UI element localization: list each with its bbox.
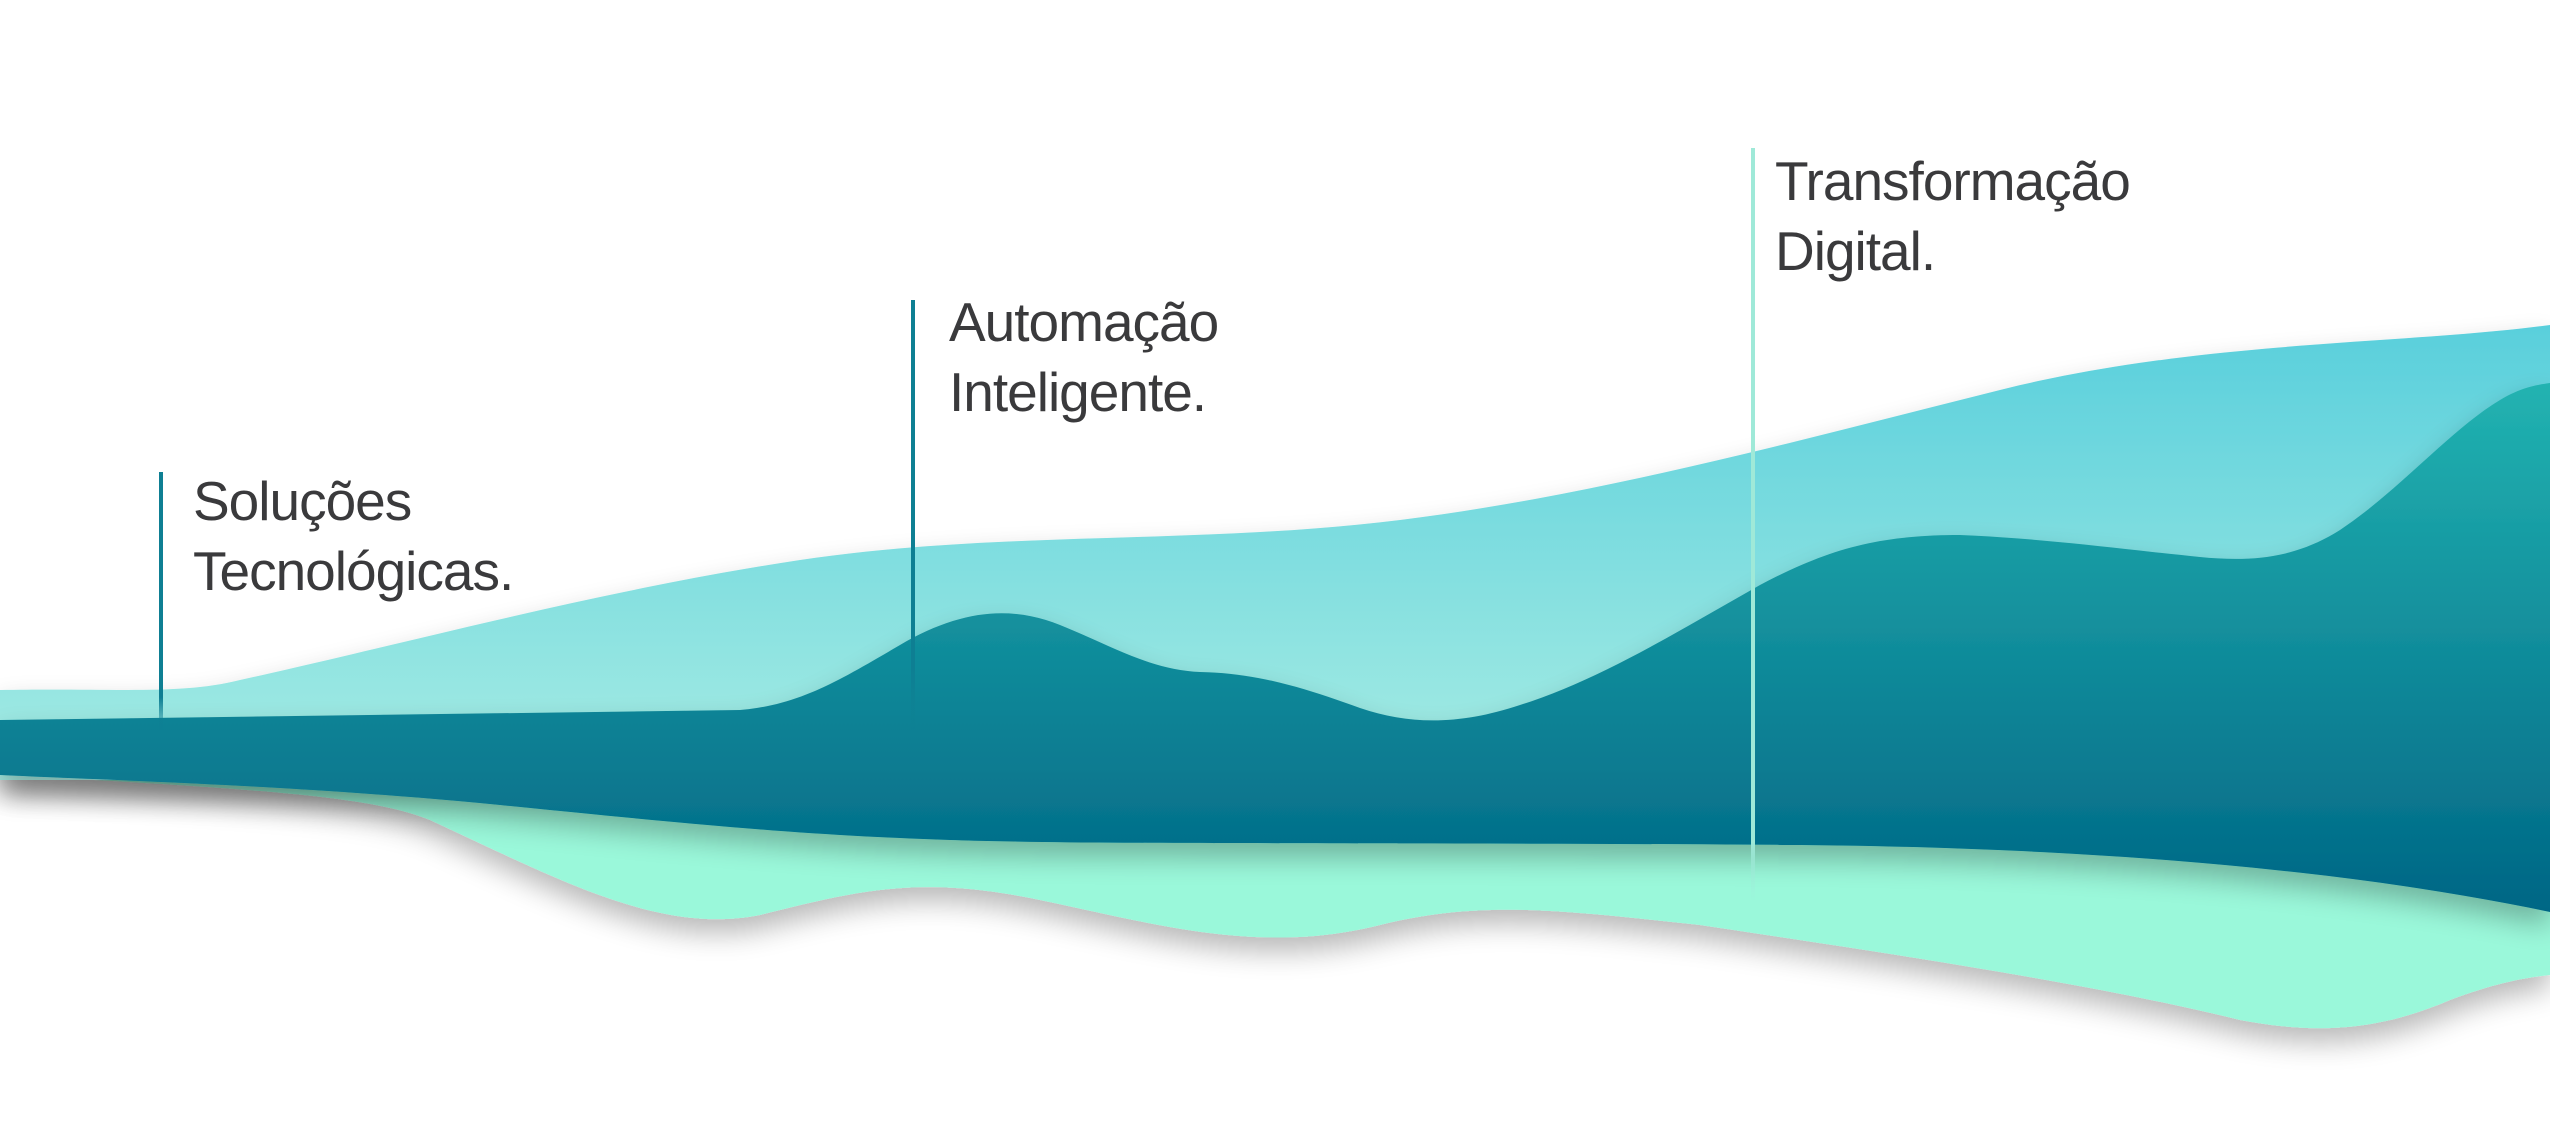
milestone-2-line2: Inteligente. [949,361,1207,423]
milestone-2-line1: Automação [949,291,1219,353]
milestone-marker-line-2 [911,300,915,735]
milestone-3-line2: Digital. [1775,220,1936,282]
milestone-marker-line-3 [1751,148,1755,903]
milestone-label-1: Soluções Tecnológicas. [193,466,514,606]
milestone-label-2: Automação Inteligente. [949,287,1219,427]
milestone-marker-line-1 [159,472,163,737]
milestone-1-line2: Tecnológicas. [193,540,514,602]
front-dark-wave [0,383,2550,912]
milestone-3-line1: Transformação [1775,150,2131,212]
milestone-label-3: Transformação Digital. [1775,146,2131,286]
milestone-1-line1: Soluções [193,470,412,532]
